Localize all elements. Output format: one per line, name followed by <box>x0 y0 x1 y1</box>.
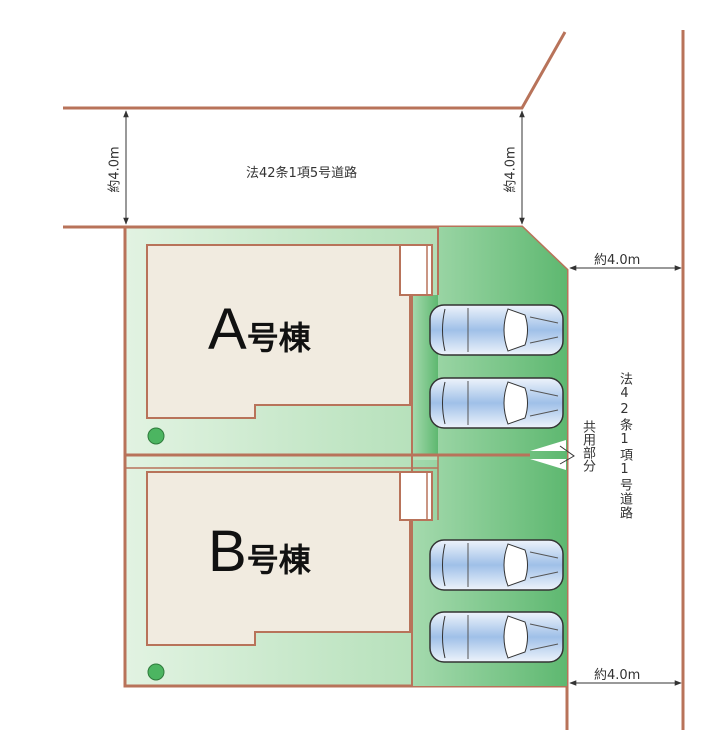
car-icon <box>429 611 564 663</box>
car-icon <box>429 539 564 591</box>
car-icon <box>429 304 564 356</box>
top-road-label: 法42条1項5号道路 <box>246 166 358 181</box>
top-road-width-right: 約4.0m <box>503 146 519 193</box>
side-road-width-bottom: 約4.0m <box>594 668 641 683</box>
side-road-label: 法42条1項1号道路 <box>617 372 632 520</box>
building-b-label: B号棟 <box>208 519 311 584</box>
dimension-lines <box>123 110 682 686</box>
tree-icon <box>147 663 165 681</box>
top-road-width-left: 約4.0m <box>107 146 123 193</box>
side-road-width-top: 約4.0m <box>594 253 641 268</box>
tree-icon <box>147 427 165 445</box>
building-a-label: A号棟 <box>208 297 311 362</box>
roads <box>63 30 685 730</box>
car-icon <box>429 377 564 429</box>
common-area-label: 共用部分 <box>580 420 595 472</box>
